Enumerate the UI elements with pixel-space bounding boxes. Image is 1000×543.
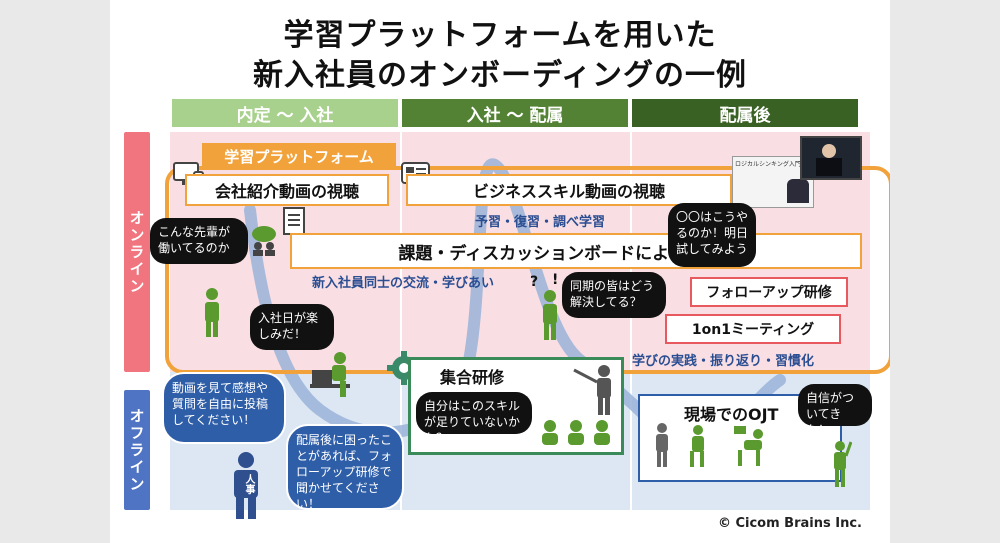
desk-worker-figure <box>310 352 350 397</box>
video-thumbnail-title: ロジカルシンキング入門 <box>735 161 801 168</box>
speech-bubble-peers: 同期の皆はどう解決してる？ <box>562 272 666 318</box>
speech-bubble-seniors: こんな先輩が働いてるのか <box>150 218 248 264</box>
speech-bubble-question: 〇〇はこうやるのか！明日試してみよう <box>668 203 756 267</box>
discussion-board-icon <box>252 207 305 256</box>
speech-bubble-confidence: 自信がついてきた！ <box>798 384 872 437</box>
new-hire-figure <box>205 288 219 337</box>
one-on-one-box: 1on1ミーティング <box>665 314 841 344</box>
presenter-figure <box>787 179 809 203</box>
copyright: © Cicom Brains Inc. <box>717 516 862 531</box>
confident-figure <box>834 441 852 487</box>
side-label-offline: オフライン <box>124 390 150 510</box>
exchange-caption: 新入社員同士の交流・学びあい <box>312 276 495 291</box>
phase-post-assignment: 配属後 <box>632 99 858 127</box>
title-line-2: 新入社員のオンボーディングの一例 <box>253 58 747 93</box>
phase-preboarding: 内定 〜 入社 <box>172 99 398 127</box>
presenter-head <box>822 144 836 158</box>
platform-label: 学習プラットフォーム <box>202 143 396 169</box>
exclamation-mark: ! <box>552 272 559 288</box>
hr-label: 人事 <box>243 474 254 494</box>
speech-bubble-join-day: 入社日が楽しみだ！ <box>250 304 334 350</box>
phase-divider <box>630 132 632 510</box>
side-label-online: オンライン <box>124 132 150 372</box>
hr-bubble-followup: 配属後に困ったことがあれば、フォローアップ研修で聞かせてください！ <box>286 424 404 511</box>
review-caption: 予習・復習・調べ学習 <box>475 215 606 230</box>
discussion-board-box: 課題・ディスカッションボードによる協働学習 <box>290 233 862 269</box>
ojt-workers-icon <box>656 423 763 467</box>
ojt-title: 現場でのOJT <box>684 405 779 424</box>
speech-bubble-skill: 自分はこのスキルが足りていないかも？ <box>416 392 532 445</box>
diagram-canvas: 学習プラットフォームを用いた 新入社員のオンボーディングの一例 内定 〜 入社 … <box>110 0 890 543</box>
question-mark: ? <box>530 274 539 290</box>
instructor-figure <box>573 365 611 415</box>
hr-bubble-post-feedback: 動画を見て感想や質問を自由に投稿してください！ <box>162 372 286 444</box>
followup-training-box: フォローアップ研修 <box>690 277 848 307</box>
trainees-icon <box>542 420 610 445</box>
practice-caption: 学びの実践・振り返り・習慣化 <box>632 354 815 369</box>
group-training-title: 集合研修 <box>440 368 505 387</box>
business-video-box: ビジネススキル動画の視聴 <box>406 174 732 206</box>
peer-figure <box>543 290 557 340</box>
phase-onboarding: 入社 〜 配属 <box>402 99 628 127</box>
phase-divider <box>400 132 402 510</box>
hr-staff-figure <box>234 452 258 519</box>
video-thumbnail-presenter <box>800 136 862 180</box>
presenter-body <box>816 158 842 176</box>
company-video-box: 会社紹介動画の視聴 <box>185 174 389 206</box>
title-line-1: 学習プラットフォームを用いた <box>283 18 717 53</box>
